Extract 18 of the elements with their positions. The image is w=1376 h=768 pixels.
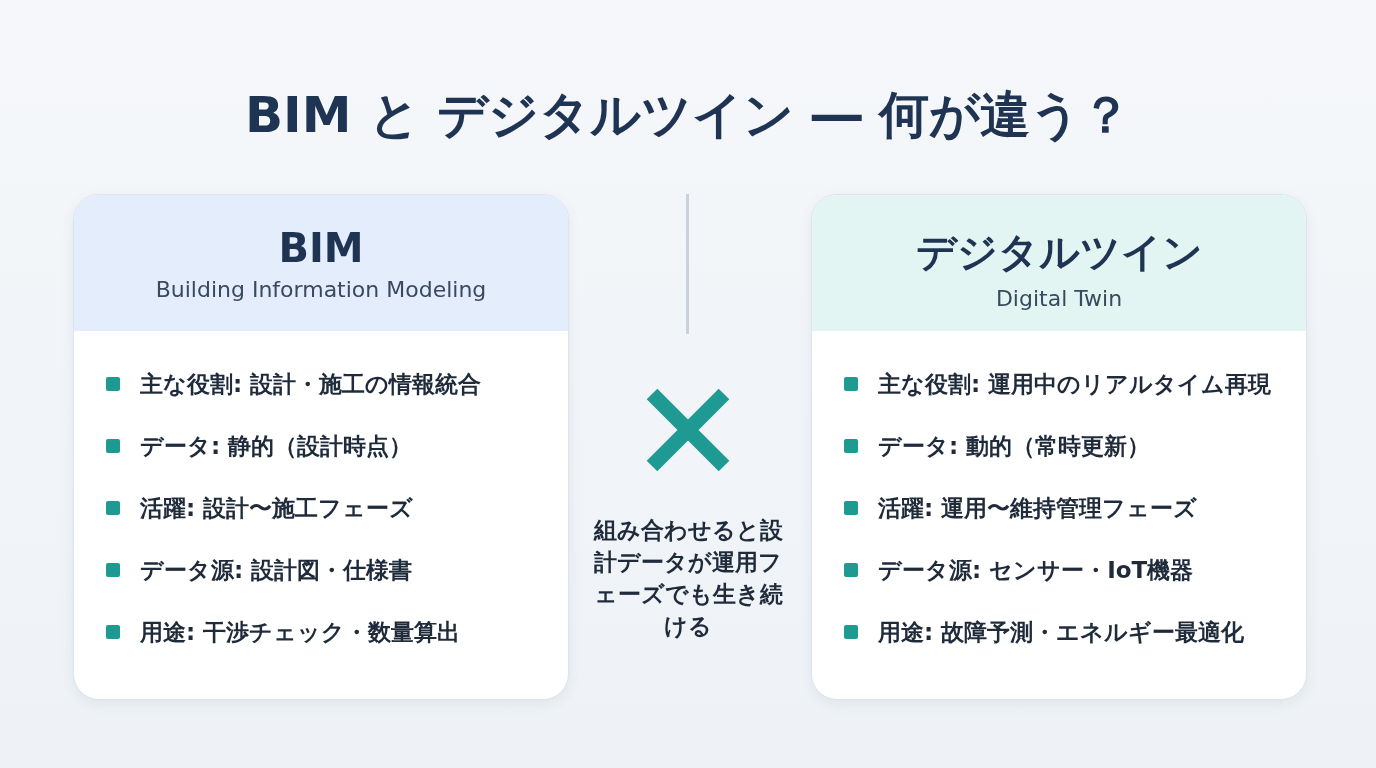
list-item: データ源: 設計図・仕様書	[140, 555, 413, 585]
list-item: 用途: 故障予測・エネルギー最適化	[878, 617, 1245, 647]
list-item: 主な役割: 運用中のリアルタイム再現	[878, 369, 1272, 399]
card-heading: デジタルツイン	[915, 228, 1203, 277]
page-title: BIM と デジタルツイン ― 何が違う？	[243, 85, 1133, 146]
center-note: 組み合わせると設計データが運用フェーズでも生き続ける	[592, 516, 784, 641]
list-item: 活躍: 設計〜施工フェーズ	[140, 493, 414, 523]
list-item: 用途: 干渉チェック・数量算出	[140, 617, 461, 647]
card-subtitle: Digital Twin	[995, 286, 1123, 311]
list-item: データ: 動的（常時更新）	[878, 431, 1151, 461]
list-item: データ: 静的（設計時点）	[140, 431, 413, 461]
list-item: 活躍: 運用〜維持管理フェーズ	[878, 493, 1198, 523]
card-subtitle: Building Information Modeling	[155, 277, 487, 302]
card-heading: BIM	[278, 225, 364, 271]
comparison-card	[811, 194, 1307, 700]
list-item: データ源: センサー・IoT機器	[878, 555, 1194, 585]
comparison-card	[73, 194, 569, 700]
list-item: 主な役割: 設計・施工の情報統合	[140, 369, 482, 399]
